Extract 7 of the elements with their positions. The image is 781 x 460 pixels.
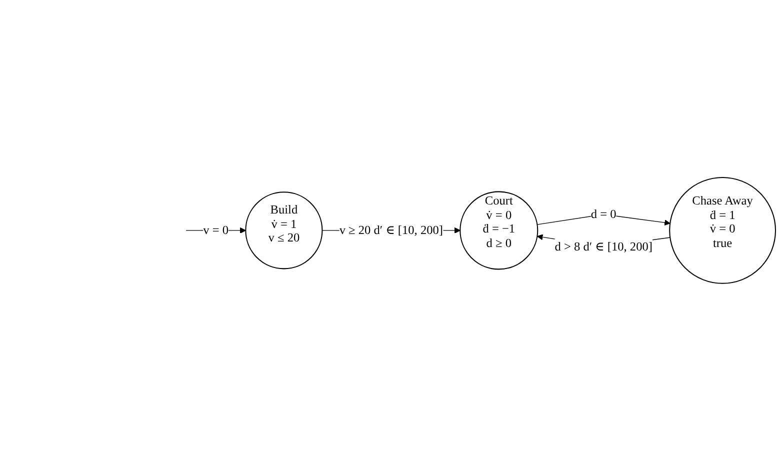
edge-label: v ≥ 20 d′ ∈ [10, 200] [339, 222, 444, 236]
edge-label: d > 8 d′ ∈ [10, 200] [554, 238, 652, 253]
edge-label: v = 0 [203, 222, 229, 236]
edge-label: d = 0 [590, 206, 616, 220]
node-circle: Chase Away ḋ = 1 v̇ = 0 true [669, 176, 776, 284]
node-circle: Court v̇ = 0 ḋ = −1 d ≥ 0 [460, 190, 538, 270]
node-circle: Build v̇ = 1 v ≤ 20 [245, 191, 323, 269]
